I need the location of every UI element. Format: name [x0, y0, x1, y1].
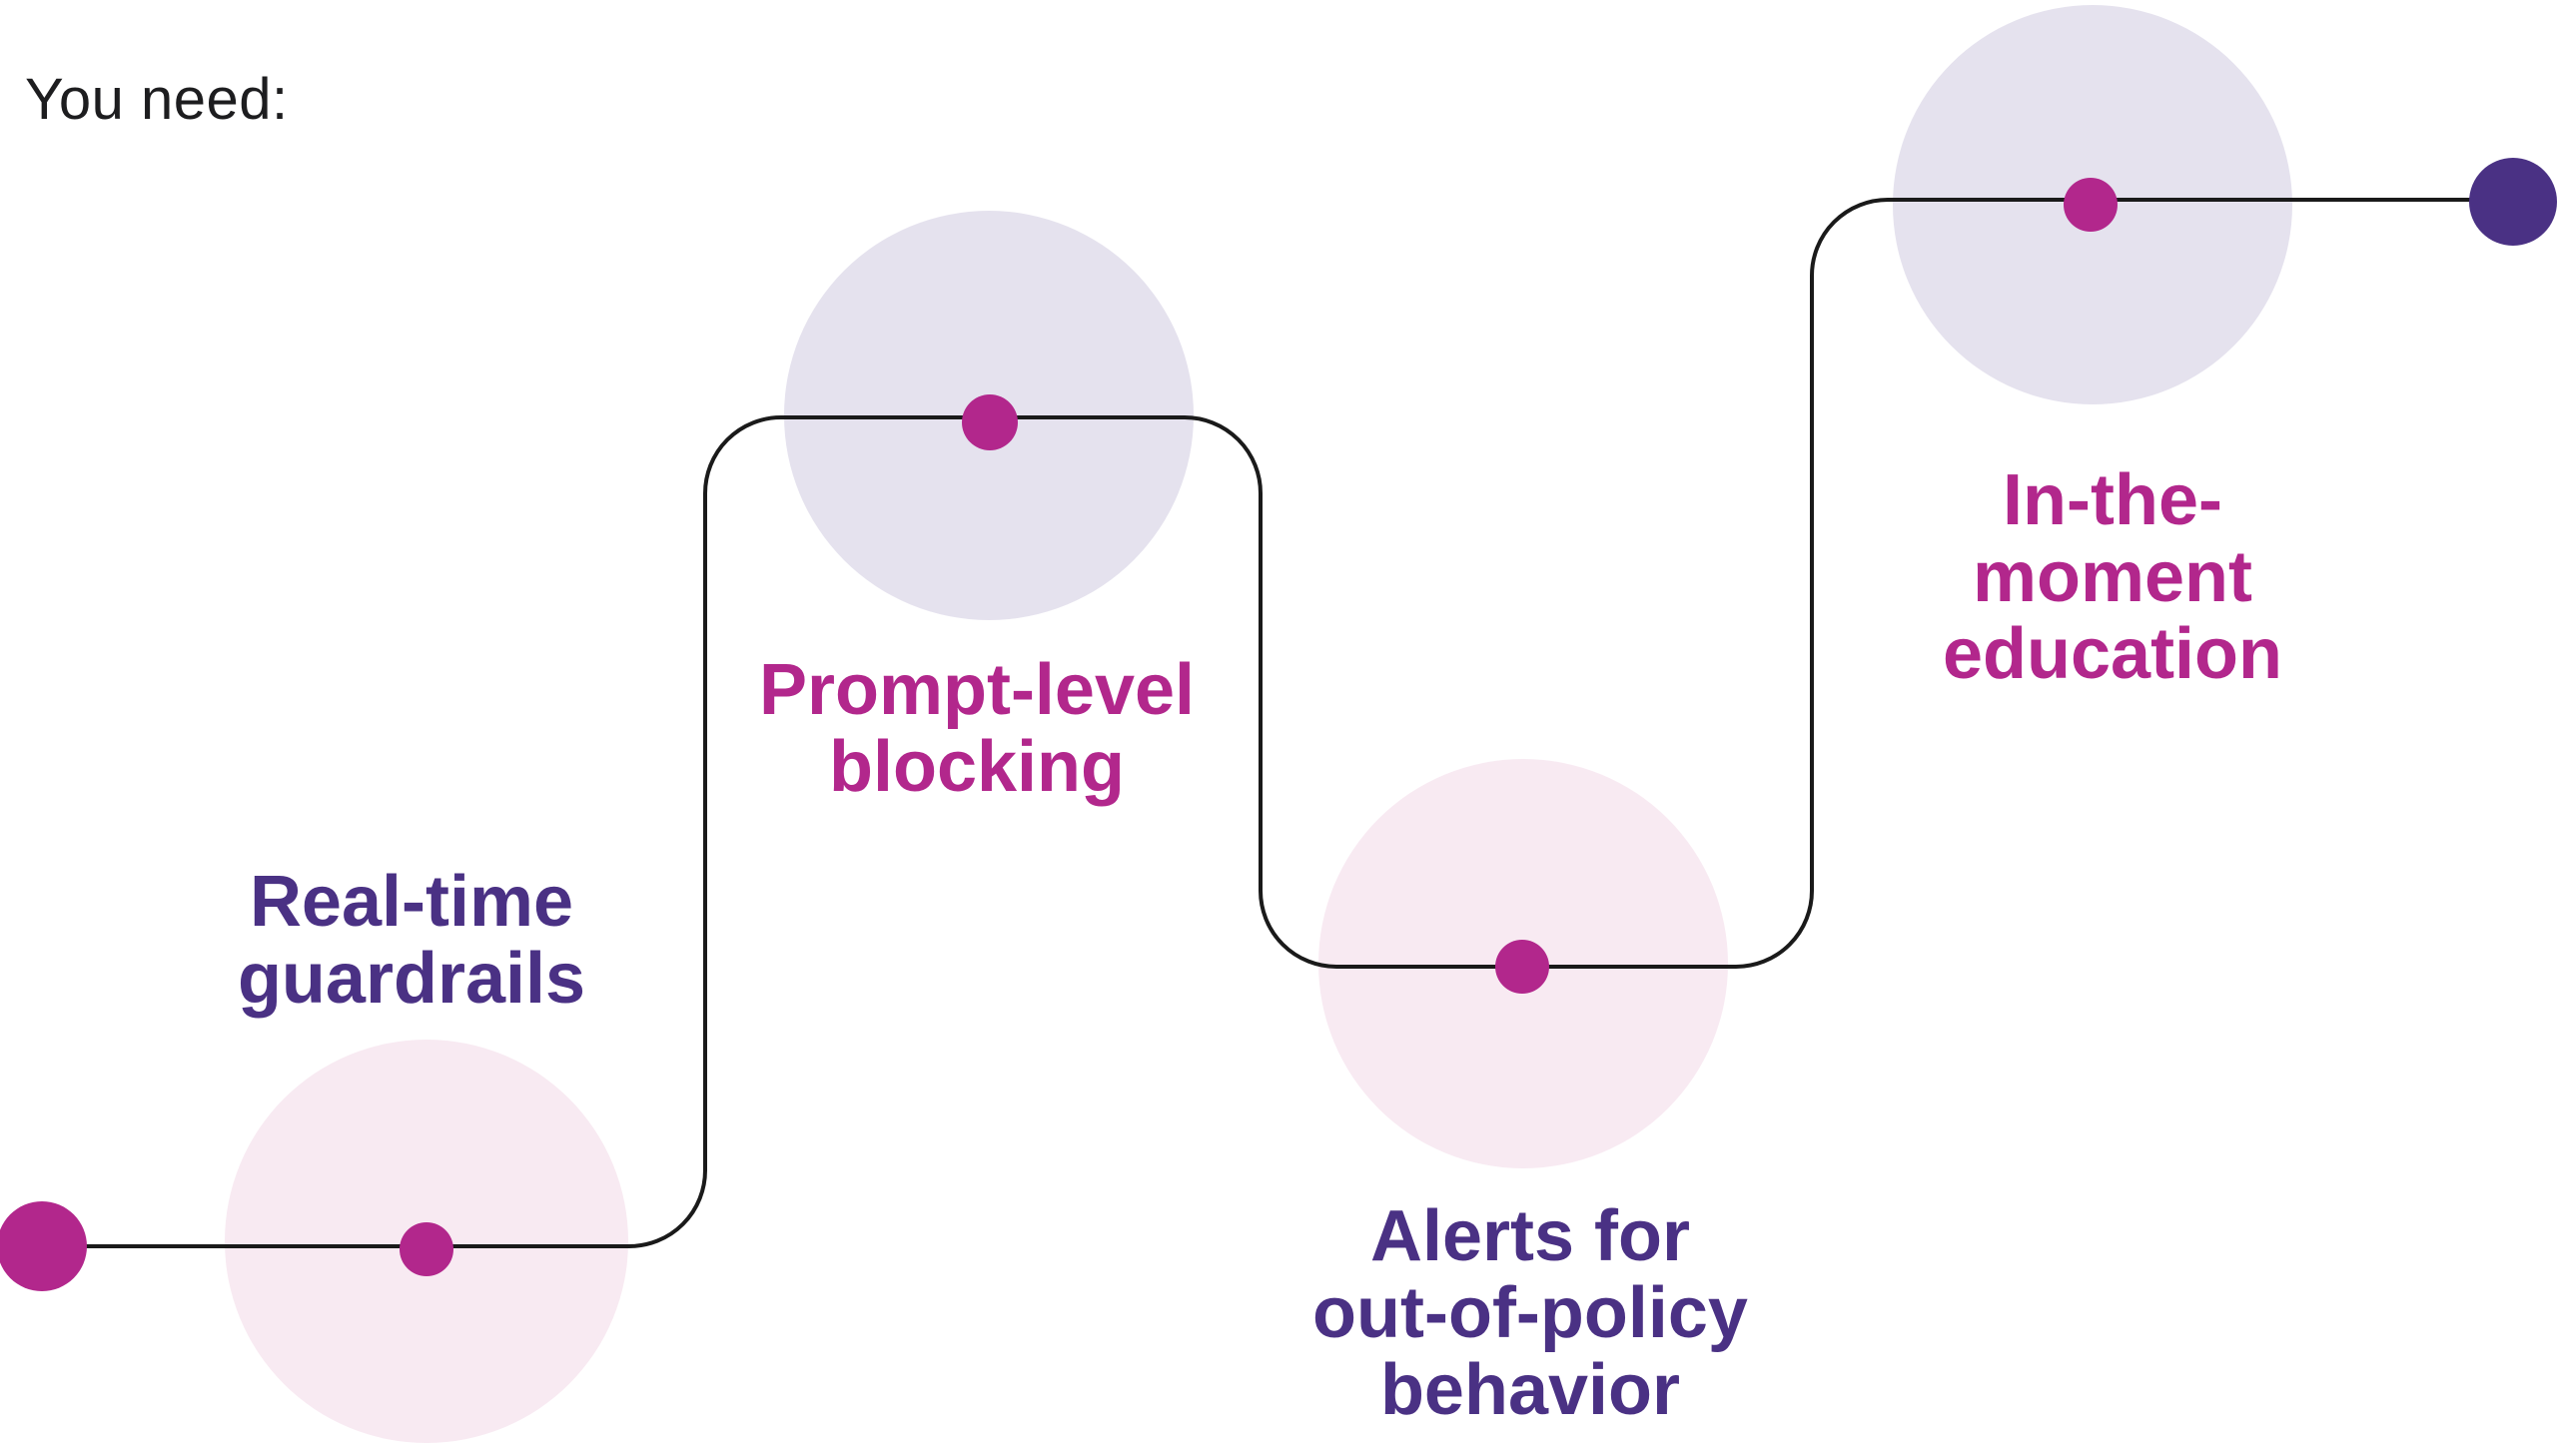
- milestone-3-label: Alerts for out-of-policy behavior: [1312, 1198, 1748, 1429]
- page-title: You need:: [25, 67, 289, 132]
- milestone-1-dot: [400, 1222, 453, 1276]
- milestone-4-label: In-the- moment education: [1943, 462, 2282, 693]
- journey-path: [42, 198, 2513, 1248]
- milestone-4-label-line: education: [1942, 614, 2283, 694]
- milestone-2-label: Prompt-level blocking: [759, 652, 1195, 806]
- end-dot: [2469, 158, 2557, 246]
- start-dot: [0, 1201, 87, 1291]
- milestone-3-label-line: out-of-policy: [1312, 1273, 1748, 1353]
- milestone-2-dot: [962, 394, 1018, 450]
- milestone-3-dot: [1495, 940, 1549, 994]
- milestone-3-label-line: Alerts for: [1369, 1196, 1691, 1276]
- milestone-1-label-line: Real-time: [249, 862, 574, 942]
- milestone-1-label-line: guardrails: [237, 939, 586, 1019]
- milestone-1-label: Real-time guardrails: [238, 864, 585, 1018]
- milestone-4-label-line: In-the-: [2003, 460, 2222, 540]
- milestone-4-dot: [2064, 178, 2118, 232]
- milestone-3-label-line: behavior: [1379, 1350, 1681, 1430]
- milestone-4-label-line: moment: [1972, 537, 2253, 617]
- milestone-2-label-line: Prompt-level: [758, 650, 1196, 730]
- milestone-2-label-line: blocking: [828, 727, 1125, 807]
